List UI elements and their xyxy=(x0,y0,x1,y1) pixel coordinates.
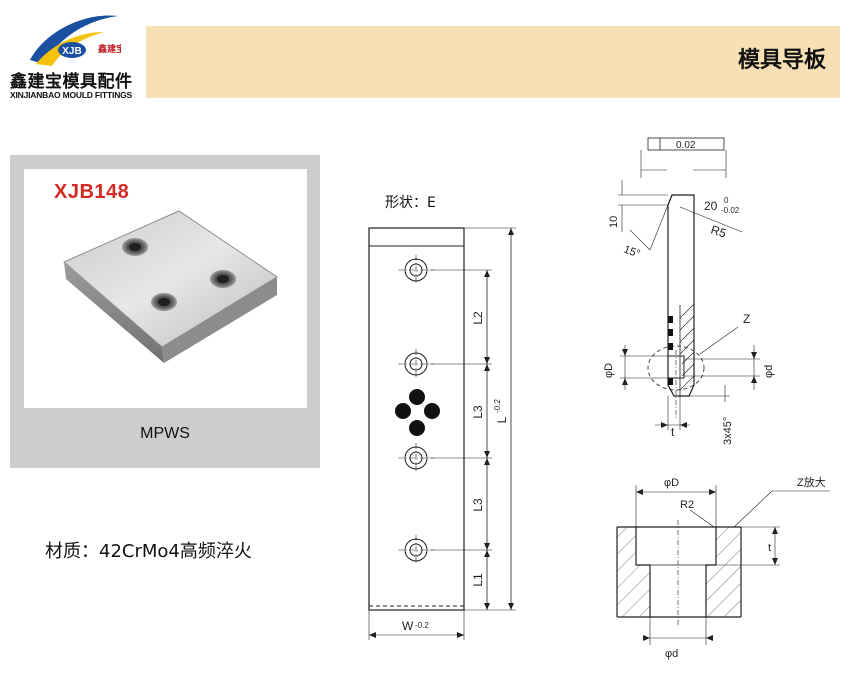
company-name-cn: 鑫建宝模具配件 xyxy=(10,72,133,92)
dim-r5: R5 xyxy=(709,223,728,241)
logo-swoosh-icon: XJB 鑫建宝 xyxy=(30,15,121,66)
dim-thickness-tol-low: -0.02 xyxy=(721,206,740,215)
product-caption: MPWS xyxy=(140,425,190,442)
dim-l2: L2 xyxy=(471,311,485,325)
material-spec: 材质：42CrMo4高频淬火 xyxy=(45,541,252,562)
detail-z-title: Z放大 xyxy=(797,475,826,489)
logo-badge-text: XJB xyxy=(62,46,81,57)
graphite-plug-icon xyxy=(668,316,673,385)
dim-l-tol: -0.2 xyxy=(493,399,502,413)
dim-l: L xyxy=(495,416,509,423)
detail-dim-phi-d-small: φd xyxy=(665,648,678,660)
dim-t: t xyxy=(671,425,675,439)
product-photo-frame: XJB148 xyxy=(24,169,307,408)
dim-w: W xyxy=(402,619,414,633)
shape-label: 形状：E xyxy=(385,195,436,211)
logo-badge-cn: 鑫建宝 xyxy=(97,43,121,55)
dim-thickness-tol-up: 0 xyxy=(724,196,729,205)
product-photo xyxy=(63,210,278,363)
detail-z-label: Z xyxy=(743,312,750,326)
dim-thickness: 20 xyxy=(704,199,718,213)
dim-l3-b: L3 xyxy=(471,498,485,512)
dim-l1: L1 xyxy=(471,573,485,587)
dim-w-tol: -0.2 xyxy=(415,621,429,630)
dim-phi-d-big: φD xyxy=(603,363,615,378)
company-logo: XJB 鑫建宝 鑫建宝模具配件 XINJIANBAO MOULD FITTING… xyxy=(8,10,138,100)
product-photo-panel: XJB148 xyxy=(10,155,320,468)
dim-h10: 10 xyxy=(608,216,620,228)
detail-z-enlarged xyxy=(616,485,830,645)
flatness-value: 0.02 xyxy=(676,140,696,151)
detail-dim-phi-d-big: φD xyxy=(664,477,679,489)
header-bar: 模具导板 xyxy=(146,26,840,98)
plate-front-view xyxy=(368,227,516,640)
detail-dim-t: t xyxy=(768,542,771,554)
product-model: XJB148 xyxy=(54,181,130,203)
dim-chamfer: 3x45° xyxy=(722,417,734,445)
page-title: 模具导板 xyxy=(737,48,826,73)
detail-dim-r2: R2 xyxy=(680,499,694,511)
dim-phi-d-small: φd xyxy=(763,365,775,378)
dim-l3-a: L3 xyxy=(471,405,485,419)
lube-groove-icon xyxy=(395,389,440,436)
dim-angle-15: 15° xyxy=(622,244,642,261)
detail-z-circle xyxy=(647,345,705,391)
company-name-en: XINJIANBAO MOULD FITTINGS xyxy=(10,90,133,100)
plate-side-section xyxy=(618,137,760,430)
